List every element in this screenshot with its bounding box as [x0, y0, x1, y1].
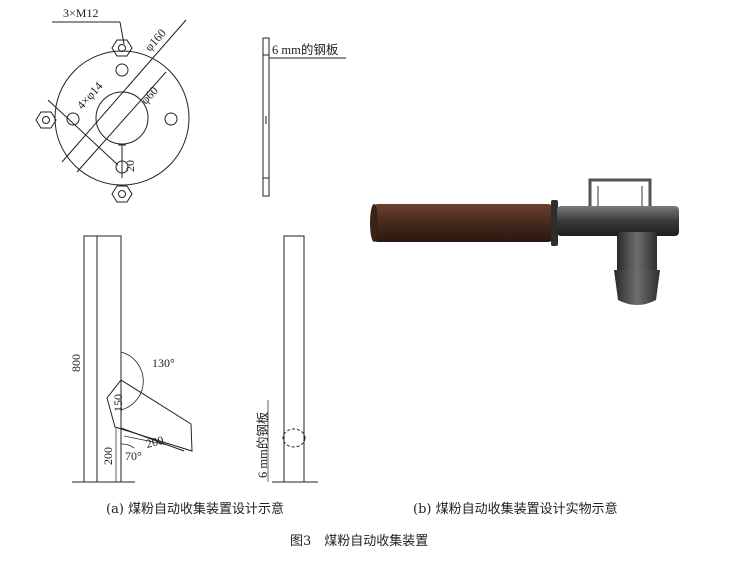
height-label: 800 [69, 354, 83, 372]
bolt-hole-right [164, 112, 178, 126]
chute-length-label: 200 [144, 433, 165, 451]
bolt-label: 3×M12 [63, 6, 98, 20]
hole-outline [282, 428, 306, 448]
offset-label: 20 [123, 160, 137, 172]
handle-frame [588, 178, 652, 206]
flange-top-view [35, 19, 190, 203]
hopper-top [617, 232, 657, 274]
subcaption-b: (b) 煤粉自动收集装置设计实物示意 [413, 502, 618, 517]
hex-nut-top [111, 39, 133, 57]
device-photo [370, 178, 679, 305]
side-view [267, 235, 318, 483]
hex-nut-left [35, 111, 57, 129]
side-plate-label: 6 mm的钢板 [255, 411, 270, 478]
hopper-bottom [614, 270, 660, 305]
column [83, 235, 122, 483]
flange-inner-circle [95, 91, 149, 145]
brown-pipe [372, 204, 554, 242]
chute [106, 379, 193, 452]
front-view [72, 235, 193, 483]
hole-label: 4×φ14 [74, 79, 106, 112]
hex-nut-bottom [111, 185, 133, 203]
inner-dia-label: φ60 [138, 84, 161, 107]
outer-dia-label: φ160 [142, 26, 169, 54]
angle-bottom-label: 70° [125, 449, 142, 463]
plate-label: 6 mm的钢板 [272, 42, 339, 57]
figure-caption: 图3 煤粉自动收集装置 [290, 534, 429, 549]
base-height-label: 200 [101, 447, 115, 465]
subcaption-a: (a) 煤粉自动收集装置设计示意 [106, 502, 285, 517]
grey-body [557, 206, 679, 236]
bolt-hole-left [66, 112, 80, 126]
angle-top-label: 130° [152, 356, 175, 370]
bolt-hole-top [115, 63, 129, 77]
steel-plate [262, 37, 270, 197]
pipe-flange [551, 200, 558, 246]
plate-side-view [262, 37, 346, 197]
chute-height-label: 150 [111, 394, 125, 412]
